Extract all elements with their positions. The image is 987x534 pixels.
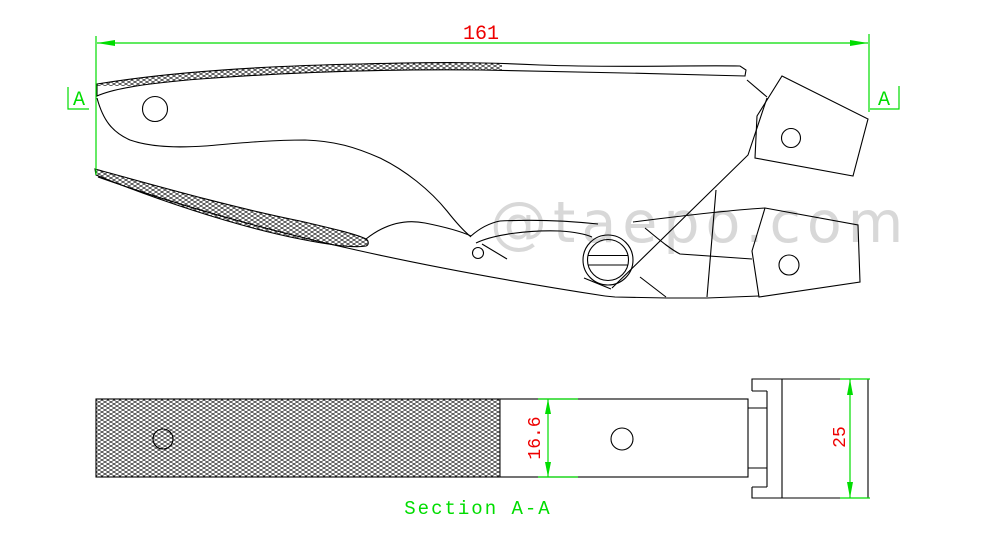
rivet-hole <box>471 246 485 260</box>
arrowhead-right-icon <box>850 40 868 46</box>
upper-jaw-hole <box>780 127 802 149</box>
arrowhead-left-icon <box>97 40 115 46</box>
knurl-hatch-upper <box>97 62 502 86</box>
arrowhead-down-icon <box>545 462 551 477</box>
dimension-161: 161 <box>95 23 870 175</box>
head-connector <box>748 391 768 487</box>
section-marker-left-bracket <box>67 87 89 110</box>
section-view-title: Section A-A <box>404 498 551 520</box>
lower-jaw-plate <box>751 207 861 298</box>
lower-handle-edges <box>97 176 760 299</box>
pivot-screw-icon <box>471 234 634 286</box>
body-hole <box>141 95 169 123</box>
dimension-16-6: 16.6 <box>526 398 578 478</box>
head-block <box>751 378 869 499</box>
section-marker-left-letter: A <box>73 89 85 112</box>
watermark-text: @taepo.com <box>490 190 909 256</box>
section-marker-right: A <box>870 86 900 112</box>
section-view-drawing <box>95 378 869 499</box>
knurl-hatch-lower <box>95 169 369 247</box>
dimension-text-16-6: 16.6 <box>526 416 546 459</box>
section-marker-left: A <box>67 87 89 112</box>
section-marker-right-bracket <box>870 86 900 110</box>
dimension-text-25: 25 <box>831 426 851 448</box>
lower-handle-grip <box>94 168 369 248</box>
handle-bar <box>95 398 749 478</box>
upper-handle-spine <box>96 62 747 97</box>
upper-jaw-plate <box>754 75 869 177</box>
screw-slot <box>588 254 628 266</box>
dimension-25: 25 <box>831 378 870 499</box>
arrowhead-down-icon <box>847 482 853 498</box>
handle-hole-right <box>610 427 634 451</box>
handle-hole-left <box>152 428 174 450</box>
arrowhead-up-icon <box>847 379 853 395</box>
lower-jaw-hole <box>778 254 800 276</box>
dimension-text-161: 161 <box>463 23 499 46</box>
tool-body <box>96 95 472 238</box>
arrowhead-up-icon <box>545 399 551 414</box>
side-view-drawing <box>94 62 869 299</box>
linkage-arms <box>470 79 768 298</box>
knurl-hatch-section <box>96 399 500 477</box>
extension-stubs <box>538 398 578 478</box>
extension-stubs <box>840 378 870 499</box>
section-marker-right-letter: A <box>878 89 890 112</box>
